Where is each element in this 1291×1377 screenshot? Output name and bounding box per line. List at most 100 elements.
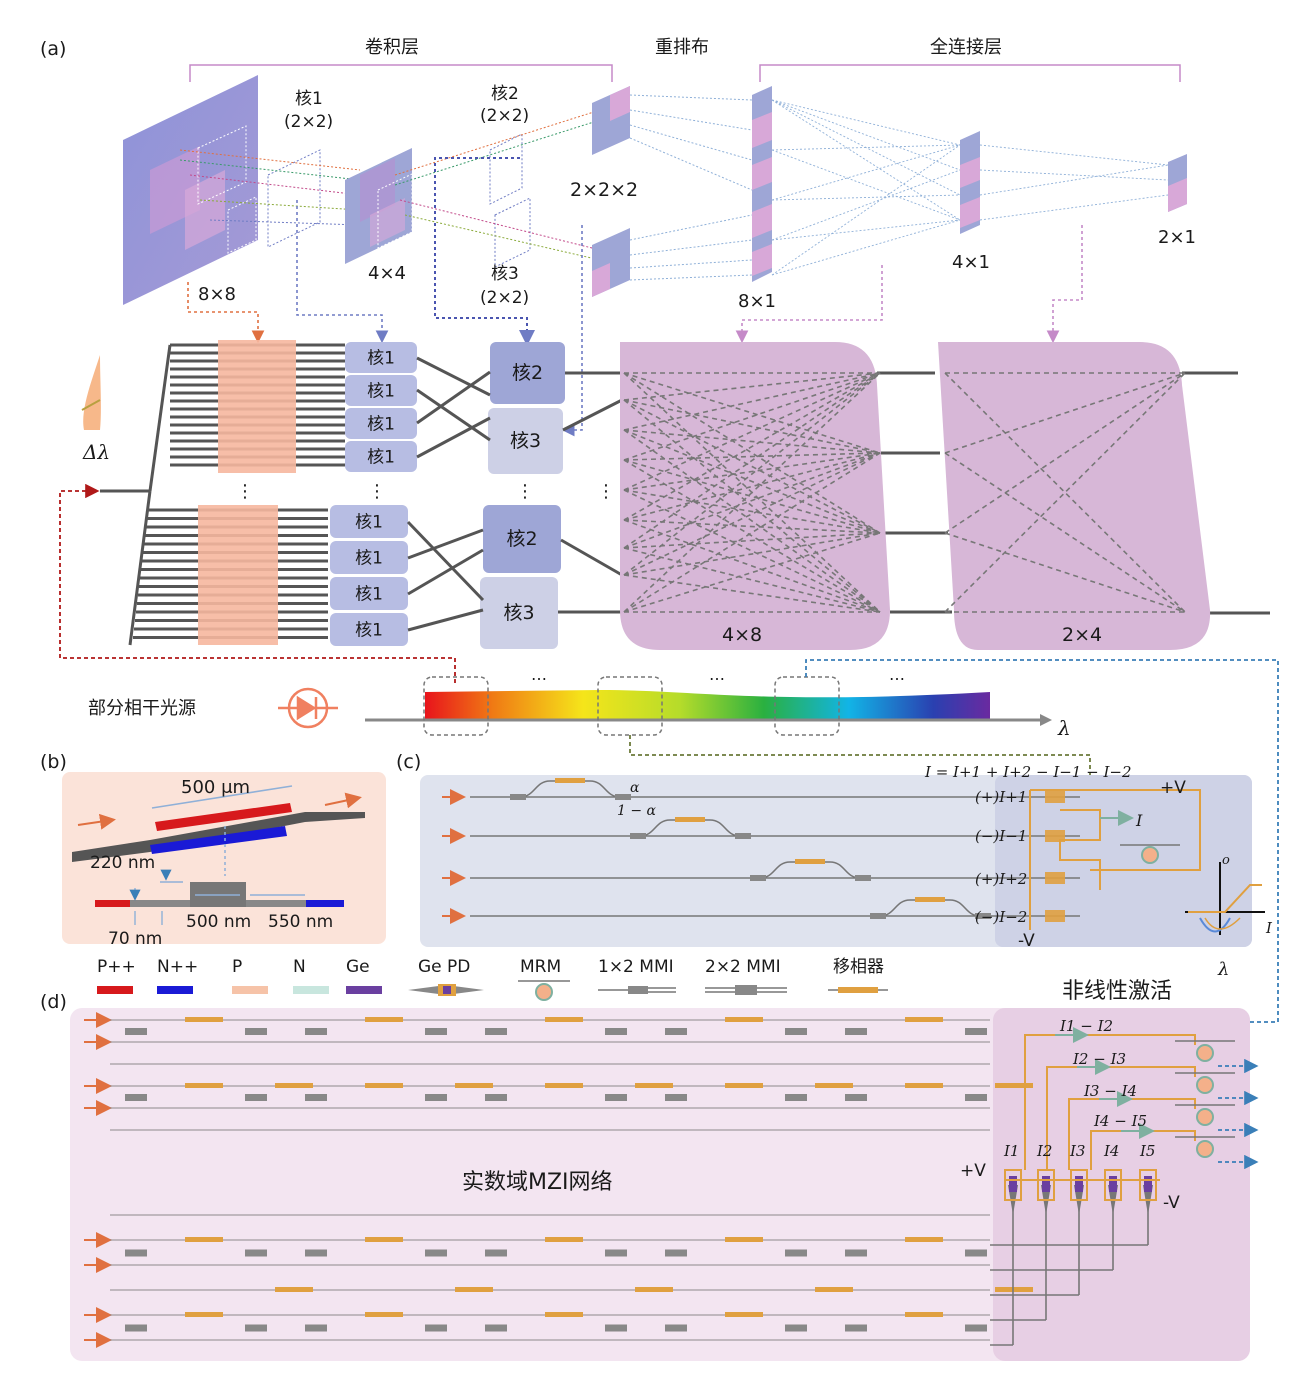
light-source-icon [278, 687, 338, 729]
ge-photodiode [1045, 791, 1065, 803]
legend-label-8: 1×2 MMI [598, 957, 674, 977]
mmi-2x2-icon [705, 985, 787, 995]
phase-shifter [635, 1287, 673, 1292]
window2-link [629, 735, 1091, 870]
mesh1-link [623, 372, 881, 431]
mmi [485, 1249, 507, 1257]
current-2: I2 [1036, 1142, 1052, 1160]
mmi [855, 875, 871, 881]
kernel3-plane [494, 197, 531, 268]
flatten-vector [752, 86, 772, 282]
mmi [485, 1094, 507, 1101]
electrode-trace [1024, 1034, 1196, 1170]
mesh1-link [623, 452, 881, 491]
current-5: I5 [1139, 1142, 1155, 1160]
ge-region [1075, 1176, 1083, 1192]
legend-label-7: MRM [520, 957, 561, 977]
kernel1-block-top-4-label: 核1 [367, 448, 395, 468]
mesh1-link [623, 372, 881, 576]
ellipsis-3: … [889, 665, 905, 684]
phase-shifter [555, 778, 585, 783]
phase-shifter [995, 1083, 1033, 1088]
phase-shifter [185, 1083, 223, 1088]
diff-1: I1 − I2 [1059, 1017, 1113, 1035]
width-500: 500 nm [186, 912, 251, 932]
kernel1-block-top-2-label: 核1 [367, 382, 395, 402]
conv2-feature-maps [592, 86, 630, 297]
delta-lambda: Δλ [82, 440, 110, 464]
cross-pp [95, 900, 130, 907]
mesh2-link [944, 452, 1186, 613]
output-waveguide [562, 398, 623, 432]
phase-shifter [795, 859, 825, 864]
activation-curve [1185, 862, 1265, 935]
panel-d: (d) 非线性激活 实数域MZI网络 +V -V I1 − I2 I2 − I3… [40, 979, 1259, 1361]
mmi [605, 1094, 627, 1101]
phase-shifter [905, 1237, 943, 1242]
thickness-220: 220 nm [90, 853, 155, 873]
phase-shifter [455, 1287, 493, 1292]
mmi [605, 1324, 627, 1332]
phase-shifter [915, 897, 945, 902]
mesh1-link [623, 372, 881, 461]
fc1-dims: 4×1 [952, 252, 990, 273]
guide-arrow-kernel1 [296, 200, 389, 344]
plus-v-c: +V [1160, 778, 1186, 798]
mmi [615, 794, 631, 800]
diff-4: I4 − I5 [1093, 1112, 1147, 1130]
length-dim-line [151, 785, 293, 809]
mesh1-link [623, 532, 881, 576]
waveguide-crossing [407, 528, 484, 560]
mesh2-link [944, 532, 1186, 613]
mmi [305, 1249, 327, 1257]
flatten-dims: 8×1 [738, 291, 776, 312]
mrm-ring [1141, 846, 1159, 864]
electrode [1029, 789, 1201, 930]
mesh1-link [623, 459, 881, 613]
mesh-connections [623, 372, 1186, 613]
waveguide-crossing [416, 416, 491, 459]
kernel2-block-bottom-label: 核2 [506, 528, 537, 550]
mesh1-link [623, 372, 881, 401]
out-minus-1: (−)I−1 [975, 827, 1027, 845]
legend-swatch-5 [346, 986, 382, 994]
out-plus-1: (+)I+1 [975, 788, 1027, 806]
legend-swatch-2 [157, 986, 193, 994]
phase-shifter [545, 1017, 583, 1022]
axis-lambda: λ [1217, 959, 1229, 980]
mmi [245, 1249, 267, 1257]
ge-region [1144, 1176, 1152, 1192]
input-feature-map [123, 75, 258, 305]
mesh1-link [623, 399, 881, 613]
alpha-label: α [630, 780, 640, 796]
phase-shifter [455, 1083, 493, 1088]
out-plus-2: (+)I+2 [975, 870, 1027, 888]
panel-c-detector-region [995, 775, 1252, 947]
mmi [665, 1094, 687, 1101]
mesh2-link [944, 372, 1186, 613]
cross-slab-left [130, 900, 190, 907]
ge-photodiode [1070, 1169, 1088, 1201]
phase-shifter [725, 1017, 763, 1022]
mmi [125, 1028, 147, 1035]
spectral-window-2 [597, 676, 663, 736]
waveguide-crossing [407, 548, 484, 596]
phase-shifter [905, 1017, 943, 1022]
mmi [485, 1028, 507, 1035]
mmi [245, 1094, 267, 1101]
phase-shifter [185, 1237, 223, 1242]
phase-shifter [815, 1083, 853, 1088]
waveguide-crossing [407, 608, 484, 632]
panel-c-label: (c) [396, 751, 421, 773]
phase-section-bottom [198, 505, 278, 645]
fc-layer-label: 全连接层 [930, 37, 1002, 58]
mrm-ring [1196, 1140, 1214, 1158]
mmi [425, 1249, 447, 1257]
ge-photodiode [1139, 1169, 1157, 1201]
mmi [305, 1028, 327, 1035]
phase-shifter [725, 1312, 763, 1317]
legend-label-2: N++ [157, 957, 198, 977]
phase-shifter [365, 1237, 403, 1242]
kernel1-block-bottom-4 [330, 613, 408, 646]
